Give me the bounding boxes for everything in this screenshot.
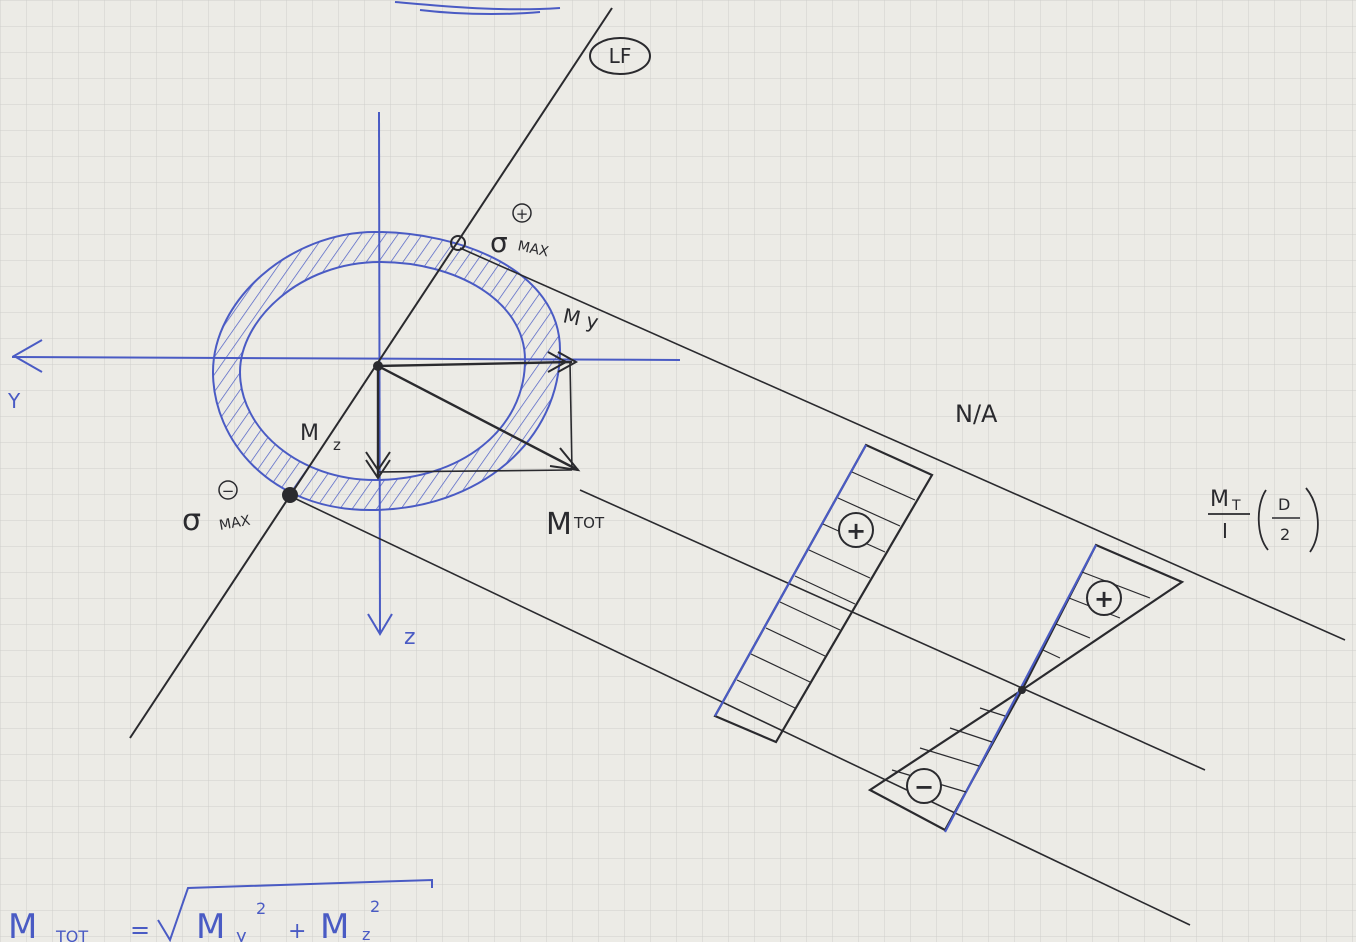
formula-term1-sub: y [236,926,247,942]
moment-vectors [365,351,581,480]
mtot-vector [377,364,579,472]
plus-sign-circle-1 [838,512,874,548]
z-axis-arrowhead [367,613,393,636]
plus-sign-1: + [846,517,866,545]
mtot-formula: M TOT = M y 2 + M z 2 [8,878,433,942]
formula-lhs: M [8,907,37,942]
stress-formula-numerator-sub: T [1231,498,1241,514]
mtot-subscript: TOT [573,514,605,532]
lf-label-circle [589,37,651,75]
mz-label: M [300,421,319,446]
formula-term2-exp: 2 [370,897,380,916]
my-arrowhead-2 [557,351,579,373]
formula-term1-exp: 2 [256,899,266,918]
mz-arrowhead-1 [365,451,391,472]
my-arrowhead-1 [547,351,569,373]
z-axis-label: z [404,625,416,650]
plus-sign-circle-2 [1086,580,1122,616]
projection-lines [291,247,1346,926]
stress-formula-paren-num: D [1278,495,1290,514]
sigma-max-pos-subscript: MAX [516,238,550,260]
sigma-pos-sign: + [516,205,529,223]
neutral-point [1018,686,1026,694]
sigma-pos-sign-circle [512,203,532,223]
stress-diagram-1-hatch [736,471,916,709]
parallelogram-edge-2 [377,469,573,473]
parallelogram-edge [569,361,573,471]
lower-boundary-line [291,496,1191,926]
mz-subscript: z [333,436,341,454]
formula-term1: M [196,907,225,942]
stress-formula-numerator: M [1210,487,1229,512]
my-vector [377,360,573,368]
mz-arrowhead-2 [365,459,391,480]
formula-plus: + [288,919,306,942]
stress-diagram-1-baseline [714,444,867,717]
pen-scribble [394,1,561,15]
sigma-max-neg-subscript: MAX [218,513,252,534]
stress-formula: M T I D 2 [1208,487,1319,553]
stress-diagram-2: + − [867,543,1185,833]
z-axis [367,111,393,636]
stress-formula-paren-den: 2 [1280,525,1290,544]
mtot-label: M [546,507,572,542]
sigma-max-neg-label: σ [182,503,201,538]
sigma-neg-sign-circle [218,480,238,500]
formula-sqrt-sign [157,878,433,942]
minus-sign: − [914,773,934,801]
y-axis-label: Y [7,389,21,413]
load-line-lf [129,7,613,739]
y-axis-arrowhead [11,339,43,373]
stress-diagram-1: + [713,443,934,744]
formula-equals: = [130,916,150,942]
lf-label: LF [609,44,632,68]
mtot-arrowhead [549,447,581,472]
upper-boundary-line [459,247,1346,641]
formula-lhs-sub: TOT [55,927,88,942]
neutral-axis-line [579,489,1206,771]
y-axis [11,339,681,373]
formula-term2-sub: z [362,925,370,942]
plus-sign-2: + [1094,585,1114,613]
sigma-max-pos-point [450,235,466,251]
minus-sign-circle [906,768,942,804]
sigma-max-neg-point [282,487,298,503]
stress-formula-paren-left [1257,489,1269,551]
formula-term2: M [320,907,349,942]
stress-formula-denominator: I [1222,519,1228,543]
sigma-neg-sign: − [222,482,235,500]
neutral-axis-label: N/A [955,400,998,428]
stress-formula-paren-right [1305,487,1319,553]
sigma-max-pos-label: σ [490,226,508,259]
